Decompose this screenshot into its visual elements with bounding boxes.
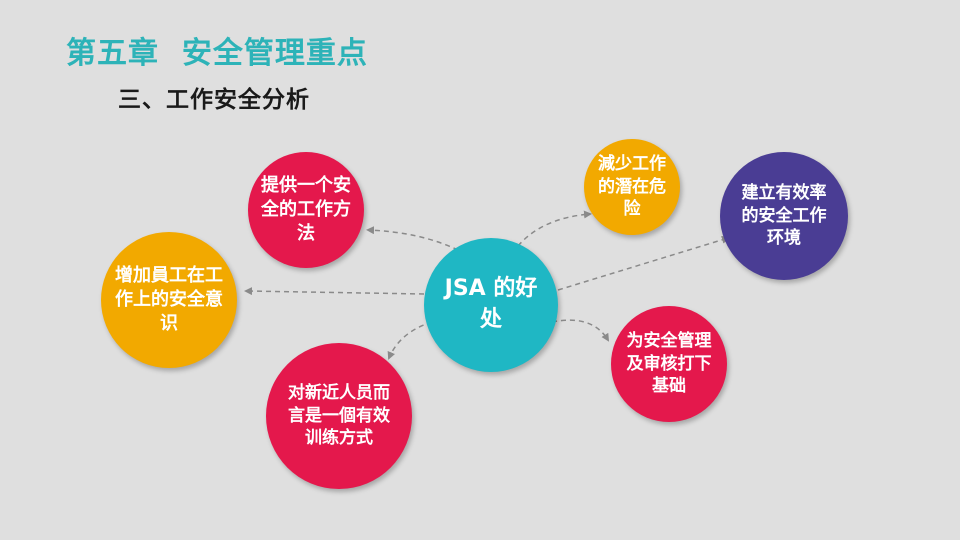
benefit-new-staff-training-circle: 对新近人员而言是一個有效训练方式	[266, 343, 412, 489]
benefit-safety-awareness-circle: 增加員工在工作上的安全意识	[101, 232, 237, 368]
jsa-center-circle: JSA 的好处	[424, 238, 558, 372]
jsa-center-label: JSA 的好处	[444, 276, 538, 332]
benefit-safe-environment-circle: 建立有效率的安全工作环境	[720, 152, 848, 280]
benefit-reduce-hazard-circle: 減少工作的潛在危险	[584, 139, 680, 235]
benefit-reduce-hazard-label: 減少工作的潛在危险	[598, 154, 666, 220]
benefit-audit-foundation-label: 为安全管理及审核打下基础	[626, 331, 712, 397]
section-title: 三、工作安全分析	[118, 87, 310, 113]
chapter-title: 第五章 安全管理重点	[66, 36, 368, 71]
arrow-to-method	[366, 226, 459, 251]
arrow-to-environment	[557, 235, 730, 291]
arrow-to-hazard	[517, 210, 592, 247]
benefit-audit-foundation-circle: 为安全管理及审核打下基础	[611, 306, 727, 422]
benefit-safe-method-label: 提供一个安全的工作方法	[261, 175, 351, 244]
arrow-to-training	[387, 321, 433, 360]
benefit-safe-environment-label: 建立有效率的安全工作环境	[741, 183, 827, 249]
benefit-safe-method-circle: 提供一个安全的工作方法	[248, 152, 364, 268]
arrow-to-audit	[551, 319, 610, 342]
arrow-to-awareness	[244, 287, 425, 296]
benefit-safety-awareness-label: 增加員工在工作上的安全意识	[115, 265, 223, 334]
benefit-new-staff-training-label: 对新近人员而言是一個有效训练方式	[288, 383, 390, 449]
